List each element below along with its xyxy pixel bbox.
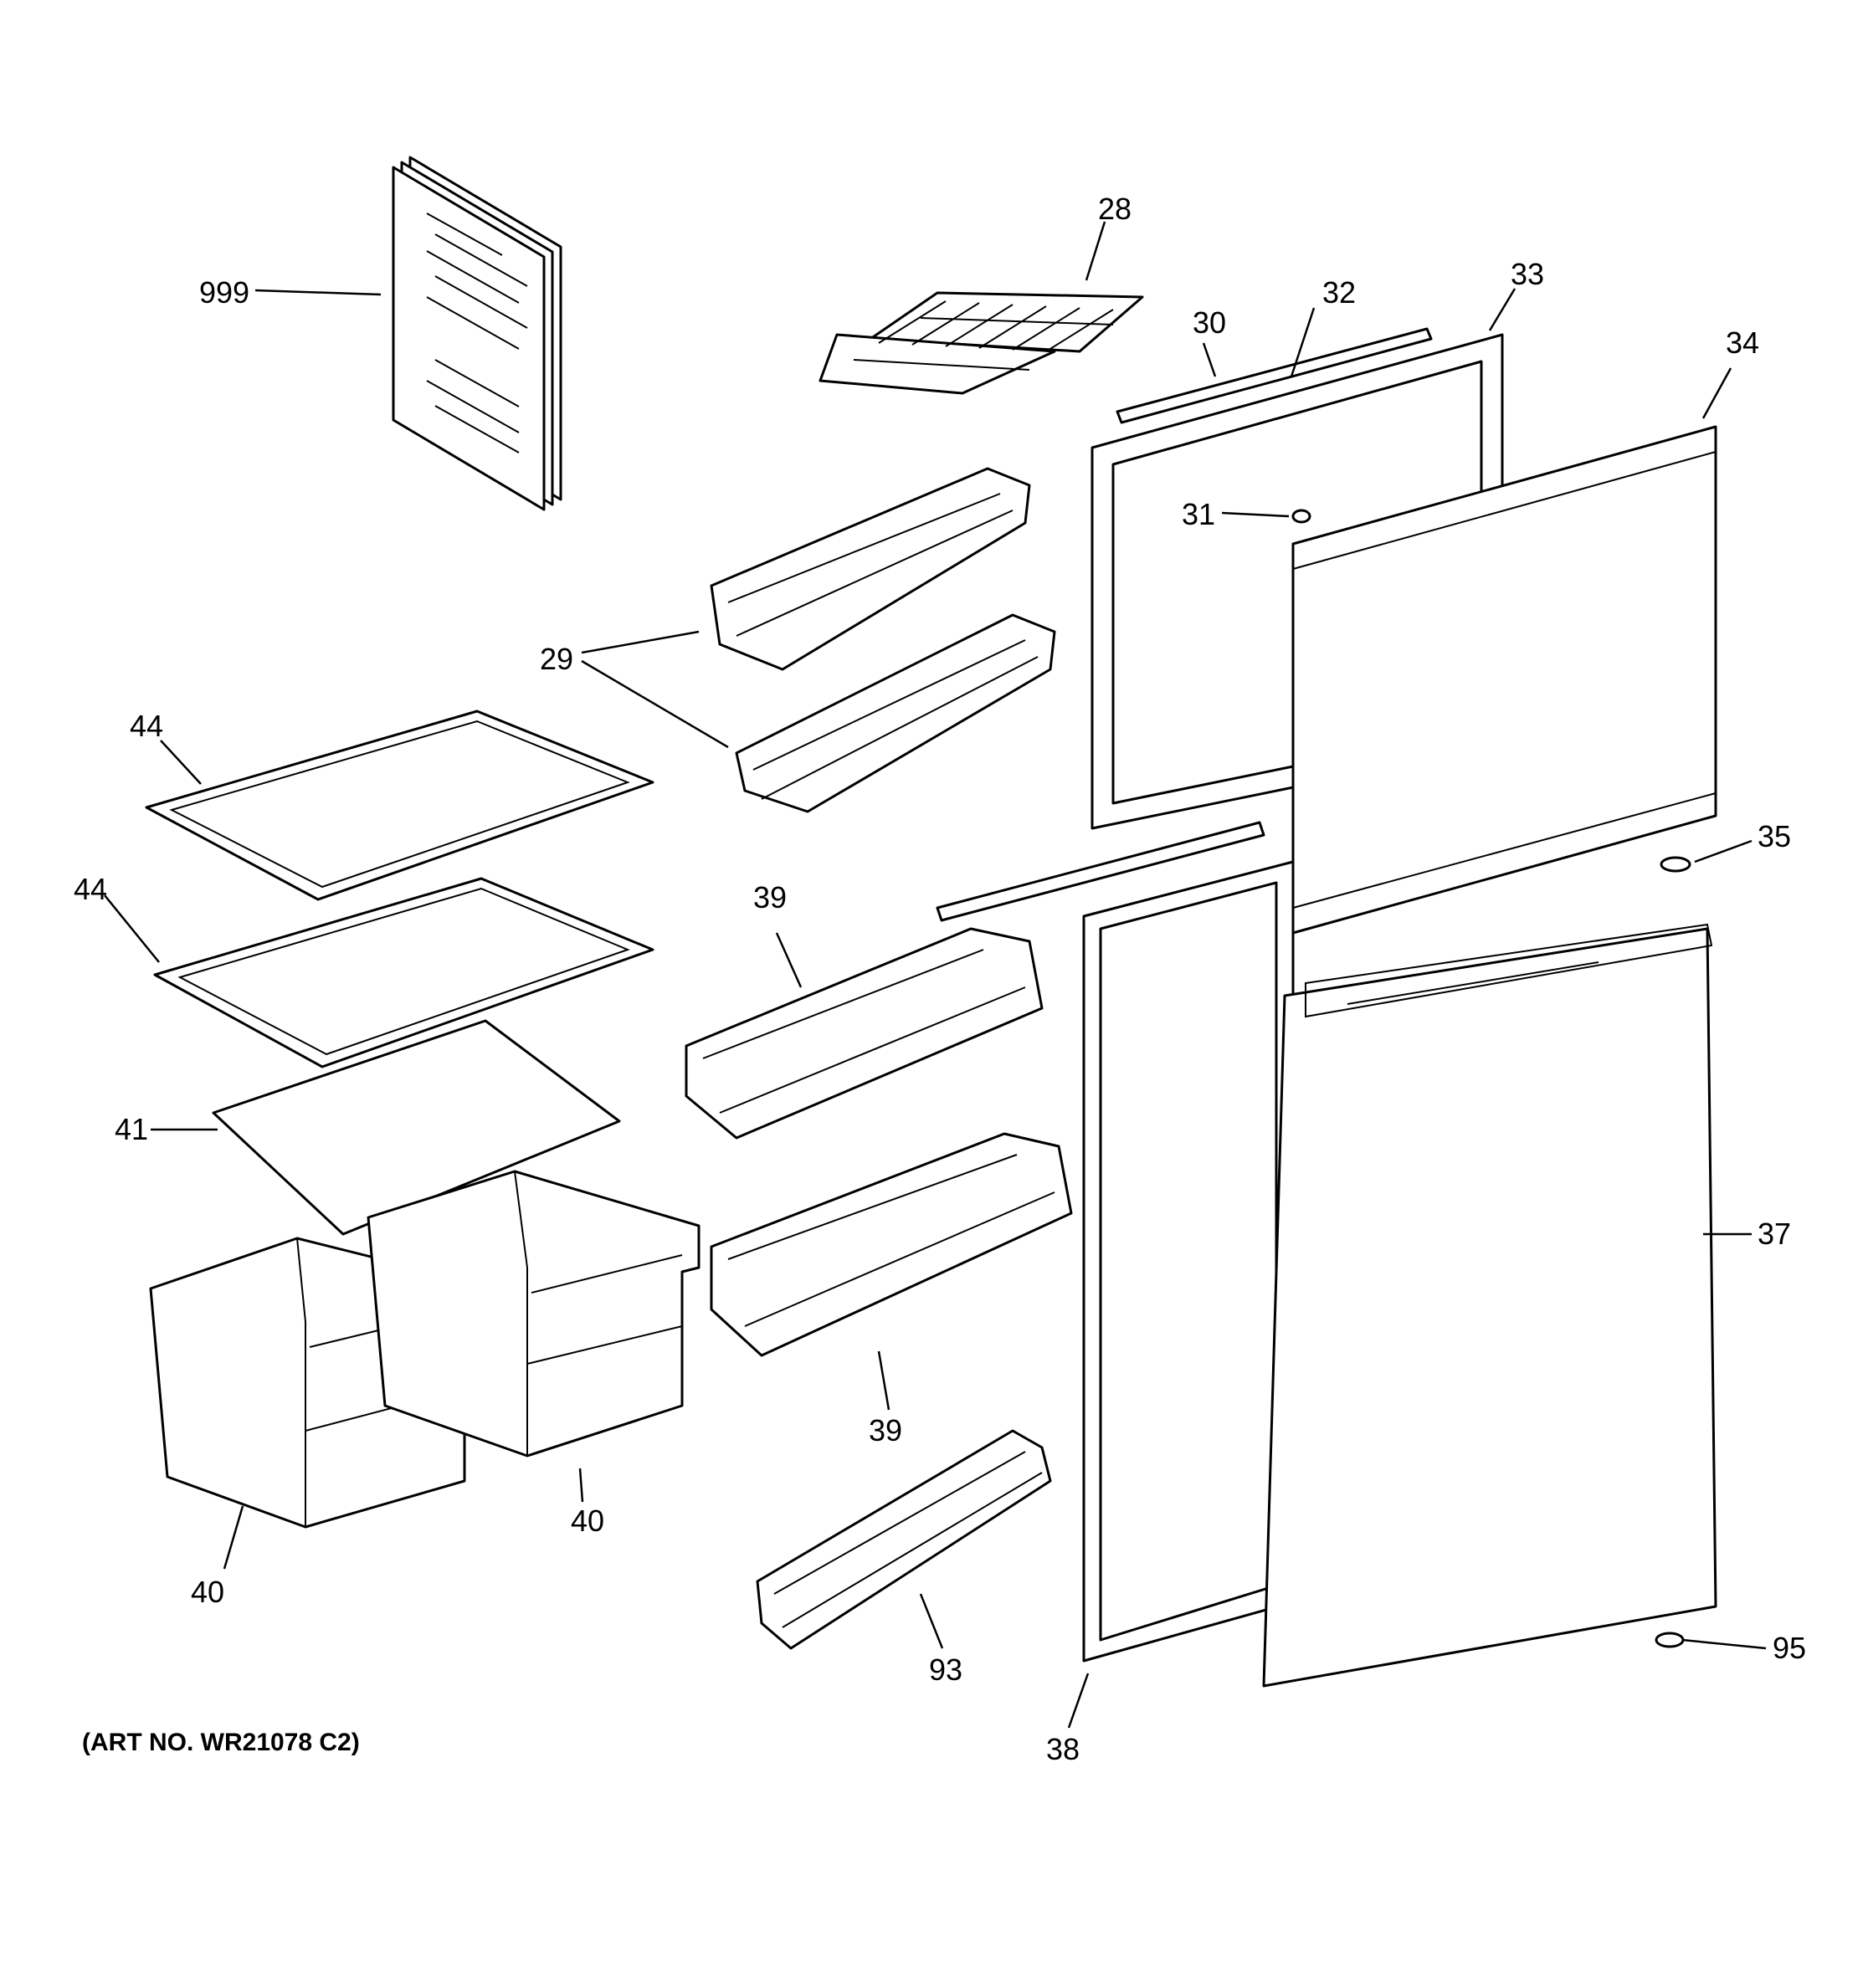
callout-35: 35	[1758, 819, 1791, 853]
part-34-freezer-door	[1291, 425, 1717, 935]
callout-44-upper: 44	[130, 709, 163, 743]
callout-30: 30	[1193, 305, 1226, 340]
part-30-hinge-cover	[1116, 327, 1433, 424]
part-93-door-bin-small	[756, 1429, 1052, 1650]
callout-39-lower: 39	[869, 1413, 902, 1447]
part-39-door-bin-lower	[710, 1132, 1073, 1357]
callout-28: 28	[1098, 192, 1132, 226]
part-37-fresh-food-door	[1262, 923, 1717, 1688]
part-28-wire-shelf	[819, 291, 1144, 395]
part-29-door-bin-lower	[735, 613, 1056, 813]
part-31-plug	[1291, 509, 1311, 524]
callout-38: 38	[1046, 1732, 1080, 1766]
callout-41: 41	[115, 1112, 148, 1146]
callout-40-right: 40	[571, 1504, 604, 1538]
callout-95: 95	[1773, 1631, 1806, 1665]
part-38-fresh-food-gasket	[1082, 860, 1295, 1663]
callout-39-upper: 39	[753, 880, 787, 915]
callout-40-left: 40	[191, 1575, 224, 1609]
art-number: (ART NO. WR21078 C2)	[82, 1729, 360, 1756]
callout-31: 31	[1182, 497, 1215, 531]
part-999-owner-manual	[392, 156, 562, 511]
divider-strip	[936, 821, 1265, 922]
callout-32: 32	[1322, 275, 1356, 310]
callout-labels: 999 28 30 32 33 34 31 29 44 44 35 39 41 …	[74, 192, 1806, 1766]
callout-34: 34	[1726, 325, 1759, 360]
callout-999: 999	[199, 275, 249, 310]
part-41-crisper-cover	[212, 1019, 621, 1236]
callout-33: 33	[1511, 257, 1544, 291]
part-44-glass-shelf-upper	[145, 710, 654, 901]
part-95-bottom-hinge	[1655, 1632, 1685, 1648]
callout-29: 29	[540, 642, 573, 676]
leader-lines	[104, 221, 1767, 1729]
callout-93: 93	[929, 1652, 962, 1687]
part-29-door-bin-upper	[710, 467, 1031, 671]
callout-44-lower: 44	[74, 872, 107, 906]
part-35-hinge	[1660, 856, 1691, 873]
callout-37: 37	[1758, 1217, 1791, 1251]
part-39-door-bin-upper	[685, 927, 1044, 1140]
part-44-glass-shelf-lower	[153, 877, 654, 1068]
part-40-crisper-drawer-right	[367, 1170, 700, 1458]
